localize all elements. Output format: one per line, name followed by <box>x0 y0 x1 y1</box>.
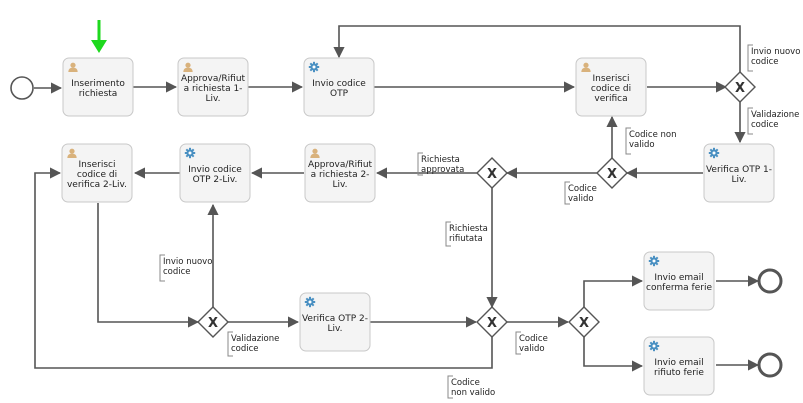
flow-label-line: Invio nuovo <box>751 47 800 57</box>
task-label-line: a richiesta 2- <box>311 170 370 180</box>
task-label-line: rifiuto ferie <box>654 368 704 378</box>
gateway-approvazione-1[interactable]: X <box>476 157 508 189</box>
flow-label-line: Validazione <box>751 110 799 120</box>
gateway-esito-finale[interactable]: X <box>568 306 600 338</box>
start-indicator-arrow <box>91 20 107 53</box>
flow-label-line: codice <box>163 267 191 277</box>
gateway-symbol: X <box>487 167 497 182</box>
gateway-codice-inviato[interactable]: X <box>724 71 756 103</box>
end-event-confirm[interactable] <box>757 268 783 294</box>
flow-g5-to-t8-invalid <box>34 167 493 369</box>
flow-label-line: codice <box>231 344 259 354</box>
gear-icon <box>648 340 660 352</box>
gateway-symbol: X <box>607 167 617 182</box>
task-label-line: verifica <box>594 94 627 104</box>
flow-label-line: codice <box>751 120 779 130</box>
task-label-line: verifica 2-Liv. <box>67 180 127 190</box>
task-label-line: codice di <box>77 170 117 180</box>
task-label-line: conferma ferie <box>646 283 712 293</box>
task-label-line: Verifica OTP 1- <box>706 165 772 175</box>
task-label-line: Inserisci <box>593 74 630 84</box>
gateway-verifica-otp-2[interactable]: X <box>476 306 508 338</box>
task-label-line: Liv. <box>327 324 342 334</box>
gear-icon <box>184 147 196 159</box>
flow-label-line: codice <box>751 57 779 67</box>
task-label-line: OTP 2-Liv. <box>193 175 238 185</box>
flow-label-line: Richiesta <box>421 155 460 165</box>
task-label-line: Liv. <box>332 180 347 190</box>
task-label-line: Verifica OTP 2- <box>302 314 368 324</box>
task-verifica-otp-2-liv[interactable]: Verifica OTP 2-Liv. <box>299 292 371 352</box>
gateway-symbol: X <box>208 316 218 331</box>
start-event[interactable] <box>10 76 34 100</box>
end-event-reject[interactable] <box>757 352 783 378</box>
task-label-line: Inserisci <box>79 160 116 170</box>
task-label-line: Approva/Rifiut <box>308 160 373 170</box>
gateway-verifica-otp-1[interactable]: X <box>596 157 628 189</box>
task-label-line: codice di <box>591 84 631 94</box>
task-label-line: richiesta <box>79 89 118 99</box>
flow-label-line: valido <box>568 194 594 204</box>
flow-label-line: Codice <box>519 334 548 344</box>
flow-label-line: Codice non <box>629 130 676 140</box>
flow-label-line: valido <box>629 140 655 150</box>
task-label-line: Invio email <box>654 358 703 368</box>
task-label-line: Invio codice <box>188 165 242 175</box>
task-label-line: OTP <box>330 89 349 99</box>
gear-icon <box>308 61 320 73</box>
flow-label-line: valido <box>519 344 545 354</box>
flow-label-line: Codice <box>568 184 597 194</box>
flow-label-line: Validazione <box>231 334 279 344</box>
gear-icon <box>708 147 720 159</box>
task-label-line: Approva/Rifiut <box>181 74 246 84</box>
gateway-symbol: X <box>487 316 497 331</box>
flow-label-line: non valido <box>451 388 495 398</box>
gateway-symbol: X <box>735 81 745 96</box>
task-label-line: a richiesta 1- <box>184 84 243 94</box>
flow-label-line: Codice <box>451 378 480 388</box>
flow-t8-to-g4 <box>97 203 200 328</box>
task-label-line: Inserimento <box>71 79 125 89</box>
sequence-flows <box>34 25 760 372</box>
gateway-codice-2-liv[interactable]: X <box>197 306 229 338</box>
gear-icon <box>304 296 316 308</box>
flow-label-line: approvata <box>421 165 464 175</box>
gateway-symbol: X <box>579 316 589 331</box>
flow-label-line: Invio nuovo <box>163 257 212 267</box>
flow-label-line: rifiutata <box>449 234 483 244</box>
task-label-line: Invio codice <box>312 79 366 89</box>
gear-icon <box>648 255 660 267</box>
task-label-line: Liv. <box>731 175 746 185</box>
task-verifica-otp-1-liv[interactable]: Verifica OTP 1-Liv. <box>703 143 775 203</box>
flow-g6-to-t11 <box>583 337 644 372</box>
task-label-line: Invio email <box>654 273 703 283</box>
flow-label-line: Richiesta <box>449 224 488 234</box>
task-label-line: Liv. <box>205 94 220 104</box>
flow-g6-to-t10 <box>583 275 644 307</box>
flow-g1-to-t3-new-code <box>333 25 741 73</box>
